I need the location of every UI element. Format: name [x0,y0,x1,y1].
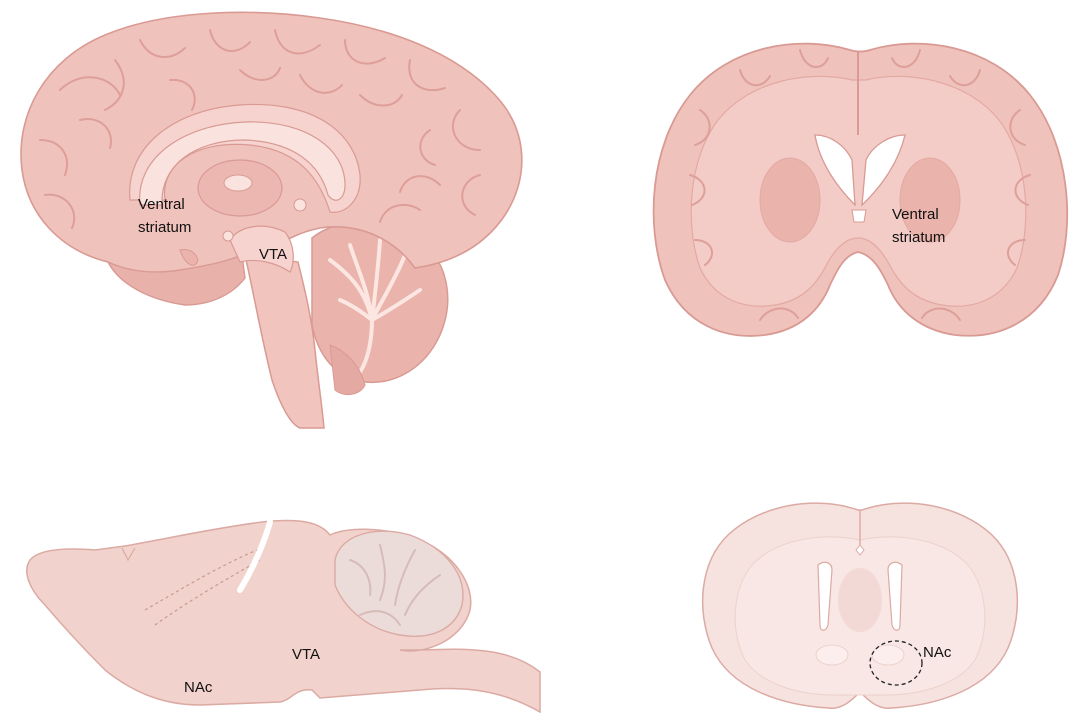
rodent-coronal-nac-region [869,640,923,686]
human-mammillary [222,230,234,242]
rodent-coronal-brain: NAc [701,502,1019,709]
rodent-sagittal-brain: NAc VTA [26,519,541,714]
human-coronal-third-ventricle [851,209,867,223]
human-coronal-ventricle-right [861,134,906,207]
rodent-cortex-notch [121,547,136,562]
rodent-cerebellum [334,530,464,637]
rodent-coronal-striatum-left [815,644,849,666]
human-coronal-striatum-left [759,157,821,243]
rodent-dorsal-fissure [237,519,273,593]
human-coronal-ventricle-left [814,134,856,207]
rodent-coronal-ventricle-right [887,561,903,631]
human-coronal-gyri [689,49,1031,321]
human-pituitary [179,249,199,266]
label-rodent-sagittal-vta: VTA [292,646,320,663]
label-human-coronal-ventral-line2: striatum [892,229,945,246]
label-rodent-sagittal-nac: NAc [184,679,213,696]
rodent-coronal-striatum-right [871,644,905,666]
label-human-sagittal-vta: VTA [259,246,287,263]
label-human-sagittal-ventral-line2: striatum [138,219,191,236]
label-human-sagittal-ventral-line1: Ventral [138,196,185,213]
rodent-coronal-septum [838,568,882,632]
human-sagittal-brain: Ventral striatum VTA [20,11,523,429]
rodent-fiber-tract-dotted [144,547,263,626]
human-brainstem-folds [329,344,366,396]
human-brainstem [244,254,325,429]
human-corpus-callosum [139,121,346,206]
human-pineal [293,198,307,212]
human-cerebellum-arbor [328,238,422,374]
rodent-coronal-midline-mark [855,544,865,556]
label-human-coronal-ventral-line1: Ventral [892,206,939,223]
human-temporal-lobe [106,254,246,306]
human-coronal-striatum-right [899,157,961,243]
human-thalamus-highlight [223,174,253,192]
rodent-coronal-ventricle-left [817,561,833,631]
label-rodent-coronal-nac: NAc [923,644,952,661]
rodent-sagittal-outline [26,519,541,714]
rodent-cerebellum-folia [349,544,441,626]
human-coronal-brain: Ventral striatum [652,42,1069,337]
human-midbrain [229,225,294,273]
human-gyri [39,29,481,229]
